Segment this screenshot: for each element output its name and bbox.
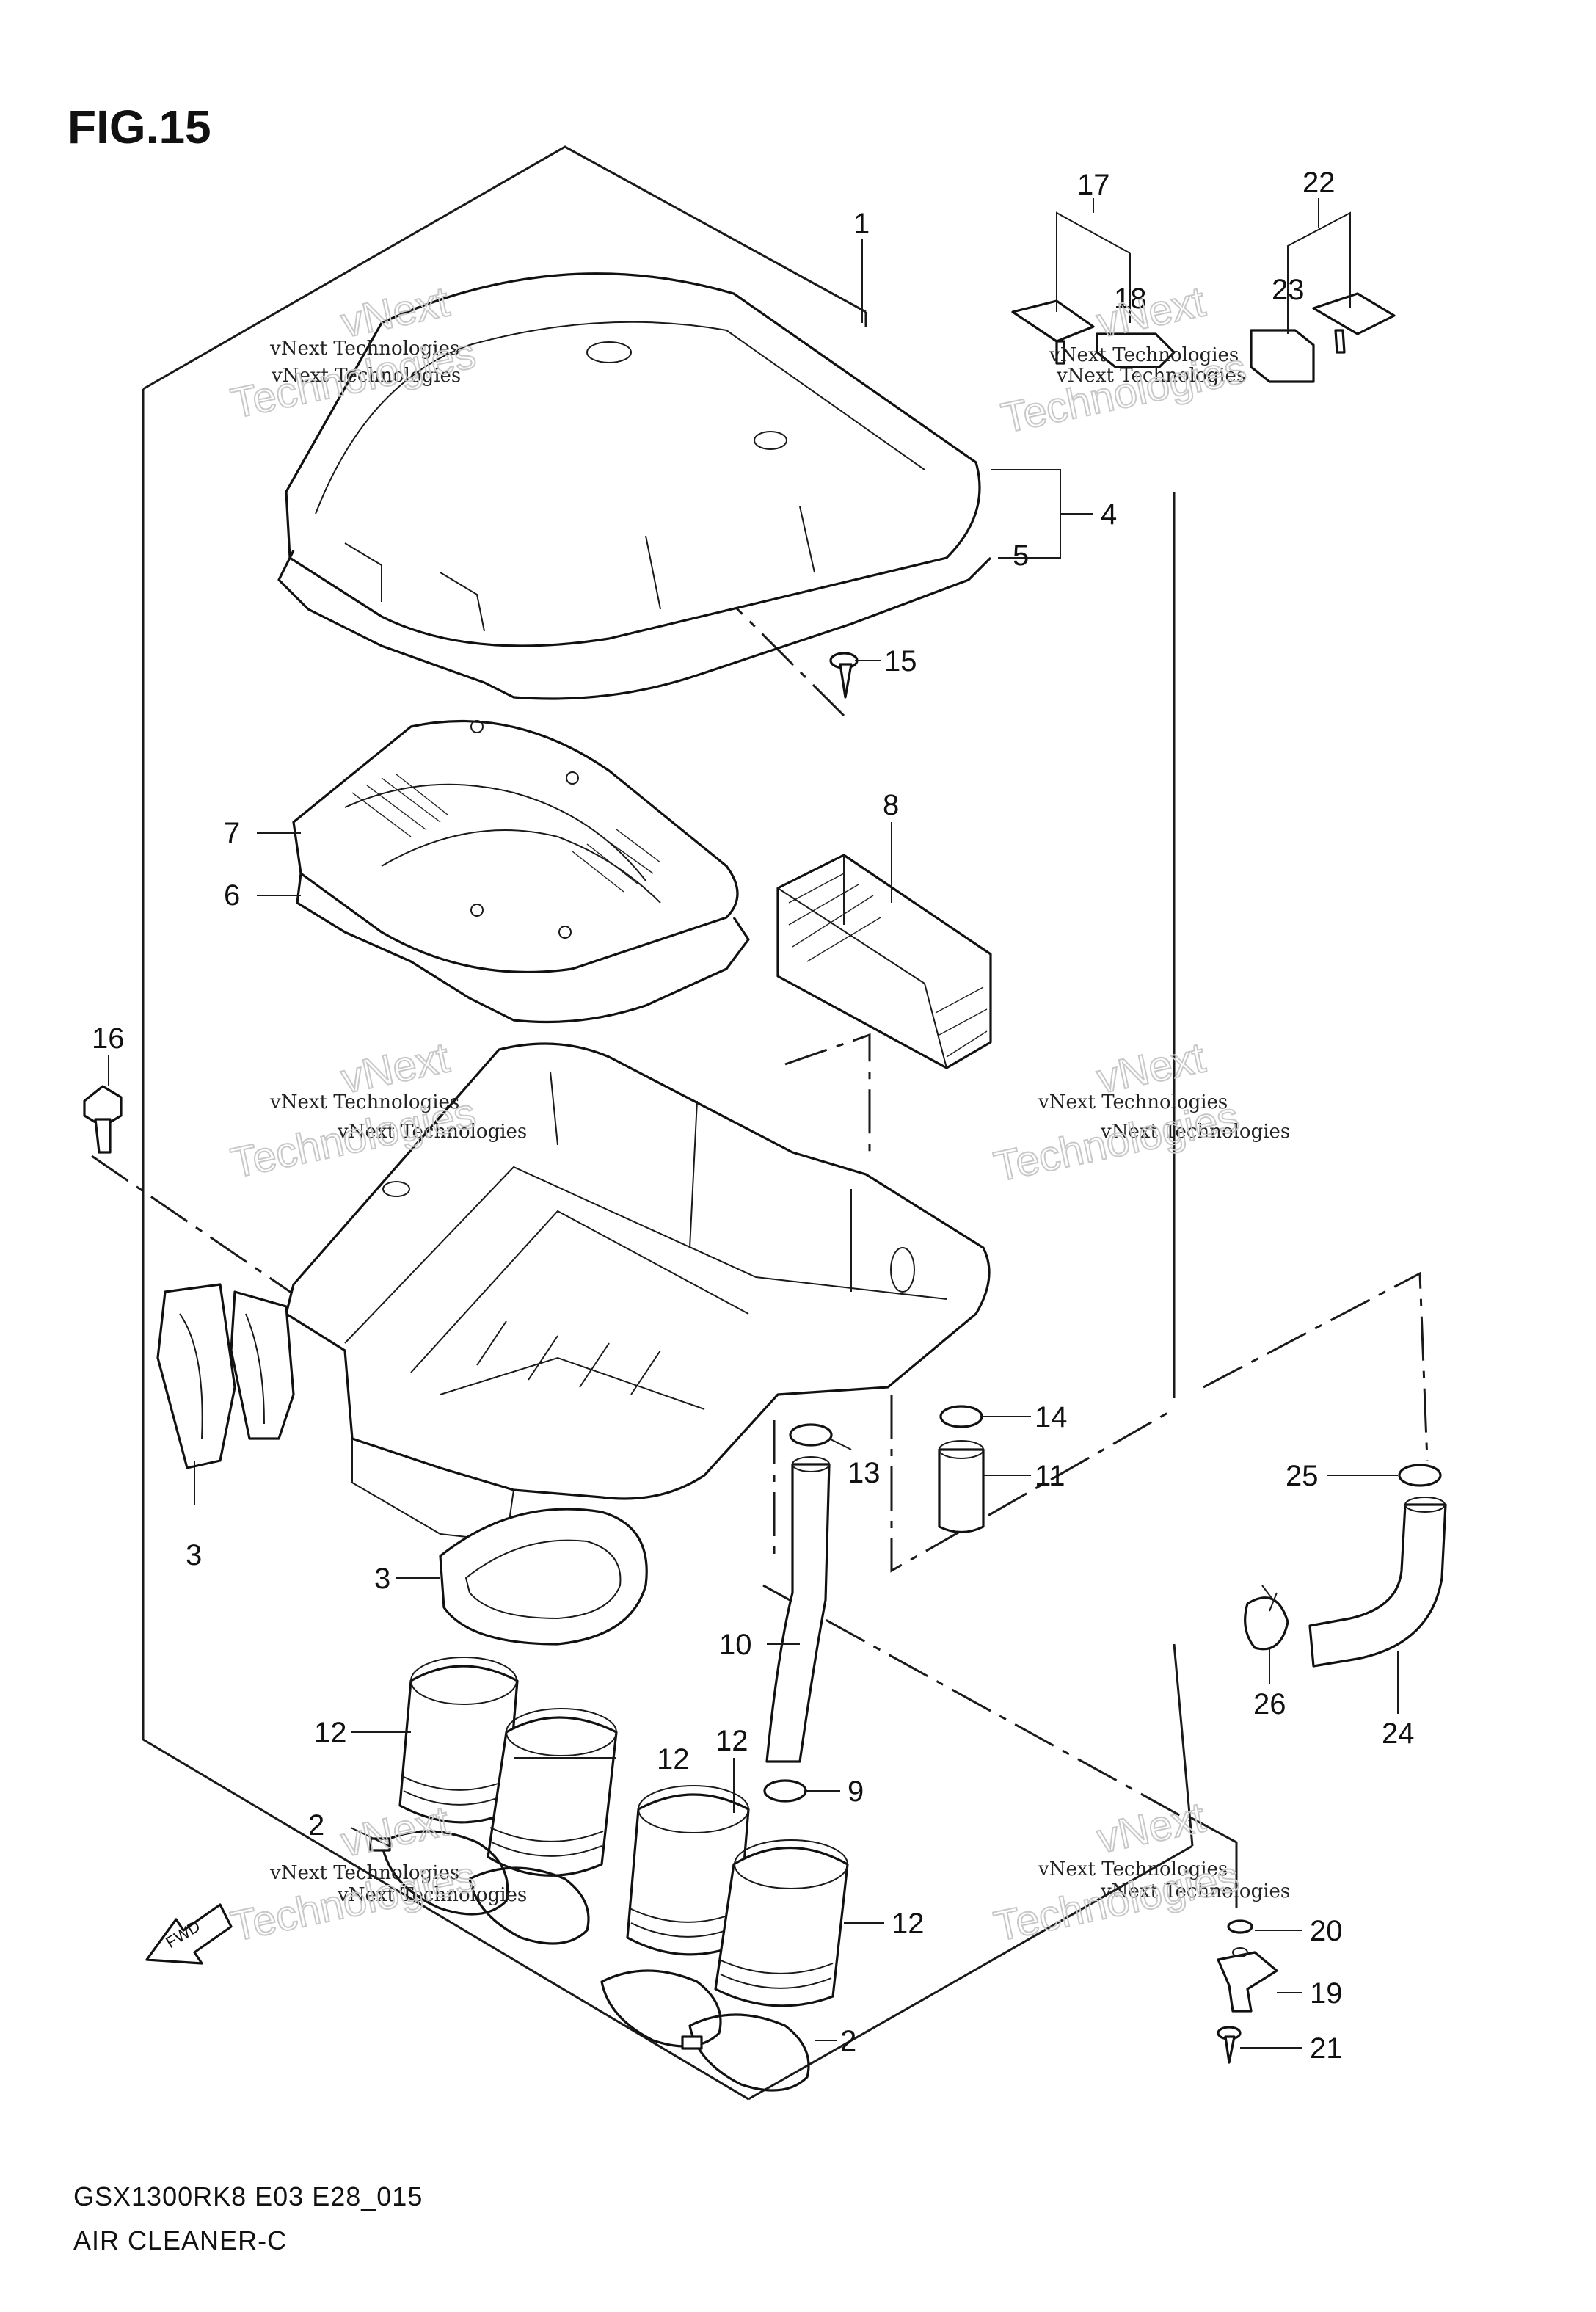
air-cleaner-case bbox=[285, 1042, 991, 1543]
watermark-text-small: vNext Technologies bbox=[1038, 1858, 1228, 1880]
screw-15 bbox=[829, 652, 859, 699]
watermark-text-small: vNext Technologies bbox=[1100, 1121, 1290, 1143]
callout-7: 7 bbox=[224, 817, 240, 849]
clip-14 bbox=[939, 1405, 983, 1428]
clamp-upper bbox=[369, 1830, 590, 1945]
watermark-text-large: vNext bbox=[1093, 1793, 1209, 1862]
callout-12-d: 12 bbox=[892, 1908, 925, 1940]
callout-6: 6 bbox=[224, 879, 240, 912]
callout-13: 13 bbox=[848, 1457, 881, 1489]
callout-2-upper: 2 bbox=[308, 1809, 324, 1842]
cover-18 bbox=[1096, 332, 1176, 368]
intake-funnel-1 bbox=[398, 1657, 519, 1824]
callout-15: 15 bbox=[884, 645, 917, 677]
watermark-text-small: vNext Technologies bbox=[271, 365, 461, 387]
watermark-text-small: vNext Technologies bbox=[1049, 344, 1239, 366]
callout-24: 24 bbox=[1382, 1717, 1415, 1750]
callout-12-c: 12 bbox=[715, 1725, 748, 1757]
callout-12-b: 12 bbox=[657, 1743, 690, 1775]
sensor-19 bbox=[1217, 1947, 1278, 2013]
callout-20: 20 bbox=[1310, 1915, 1343, 1947]
callout-2-lower: 2 bbox=[840, 2025, 856, 2057]
clamp-lower bbox=[600, 1969, 810, 2092]
watermark-top-right: vNext Technologies vNext Technologies vN… bbox=[996, 277, 1251, 443]
cover-23 bbox=[1250, 329, 1315, 383]
watermark-text-small: vNext Technologies bbox=[1038, 1091, 1228, 1113]
callout-5: 5 bbox=[1013, 539, 1029, 572]
drain-hose bbox=[765, 1456, 831, 1763]
leader-lines bbox=[91, 531, 1429, 1908]
watermark-text-small: vNext Technologies bbox=[269, 1862, 459, 1884]
fwd-arrow-icon: FWD bbox=[145, 1903, 233, 1965]
figure-title: FIG.15 bbox=[68, 101, 211, 153]
callout-3-left: 3 bbox=[186, 1539, 202, 1571]
callout-16: 16 bbox=[92, 1022, 125, 1055]
washer-20 bbox=[1227, 1919, 1253, 1934]
filter-seal bbox=[296, 873, 750, 1024]
callout-8: 8 bbox=[883, 789, 899, 821]
intake-seal-left bbox=[156, 1283, 295, 1469]
callout-26: 26 bbox=[1253, 1688, 1286, 1720]
intake-seal-lower bbox=[439, 1508, 648, 1646]
callout-25: 25 bbox=[1286, 1460, 1319, 1492]
watermark-text-small: vNext Technologies bbox=[1056, 365, 1246, 387]
callout-17: 17 bbox=[1077, 169, 1110, 201]
callout-4: 4 bbox=[1101, 498, 1117, 531]
clip-9 bbox=[763, 1779, 807, 1803]
cap-seal bbox=[277, 550, 992, 700]
clip-25 bbox=[1398, 1464, 1442, 1487]
air-filter-element bbox=[292, 719, 739, 974]
callout-9: 9 bbox=[848, 1775, 864, 1808]
intake-funnel-2 bbox=[487, 1708, 618, 1877]
callout-3-lower: 3 bbox=[374, 1563, 390, 1595]
assembly-boundary bbox=[142, 145, 1194, 2101]
intake-funnel-4 bbox=[714, 1839, 849, 2007]
callout-21: 21 bbox=[1310, 2032, 1343, 2065]
watermark-text-small: vNext Technologies bbox=[269, 338, 459, 360]
clip-13 bbox=[789, 1423, 833, 1447]
hose-clamp-26 bbox=[1244, 1585, 1289, 1651]
callout-11: 11 bbox=[1035, 1460, 1065, 1492]
breather-hose bbox=[1308, 1497, 1447, 1668]
callout-19: 19 bbox=[1310, 1977, 1343, 2010]
callout-12-a: 12 bbox=[314, 1717, 347, 1749]
watermark-text-large: vNext bbox=[337, 1797, 453, 1866]
callout-23: 23 bbox=[1272, 274, 1305, 306]
sensor-17 bbox=[1011, 299, 1095, 365]
watermark-text-small: vNext Technologies bbox=[269, 1091, 459, 1113]
bolt-16 bbox=[83, 1085, 123, 1154]
air-cleaner-cap bbox=[285, 272, 981, 647]
watermark-text-large: vNext bbox=[1093, 277, 1209, 346]
watermark-text-small: vNext Technologies bbox=[337, 1884, 527, 1906]
figure-name: AIR CLEANER-C bbox=[73, 2225, 287, 2255]
sensor-22 bbox=[1312, 292, 1396, 354]
figure-code: GSX1300RK8 E03 E28_015 bbox=[73, 2181, 423, 2211]
callout-10: 10 bbox=[719, 1629, 752, 1661]
mesh-screen bbox=[776, 854, 992, 1069]
callout-1: 1 bbox=[853, 208, 870, 240]
drain-plug bbox=[938, 1440, 985, 1534]
screw-21 bbox=[1217, 2026, 1242, 2064]
callout-18: 18 bbox=[1114, 283, 1147, 315]
watermark-text-small: vNext Technologies bbox=[1100, 1880, 1290, 1902]
callout-leaders bbox=[108, 198, 1399, 2049]
callout-14: 14 bbox=[1035, 1401, 1068, 1433]
watermark-mid-right: vNext Technologies vNext Technologies vN… bbox=[989, 1033, 1290, 1191]
watermark-text-small: vNext Technologies bbox=[337, 1121, 527, 1143]
callout-22: 22 bbox=[1302, 167, 1336, 199]
callout-numbers: 1 4 5 15 7 6 8 16 3 3 10 9 11 14 13 12 1… bbox=[92, 167, 1415, 2065]
